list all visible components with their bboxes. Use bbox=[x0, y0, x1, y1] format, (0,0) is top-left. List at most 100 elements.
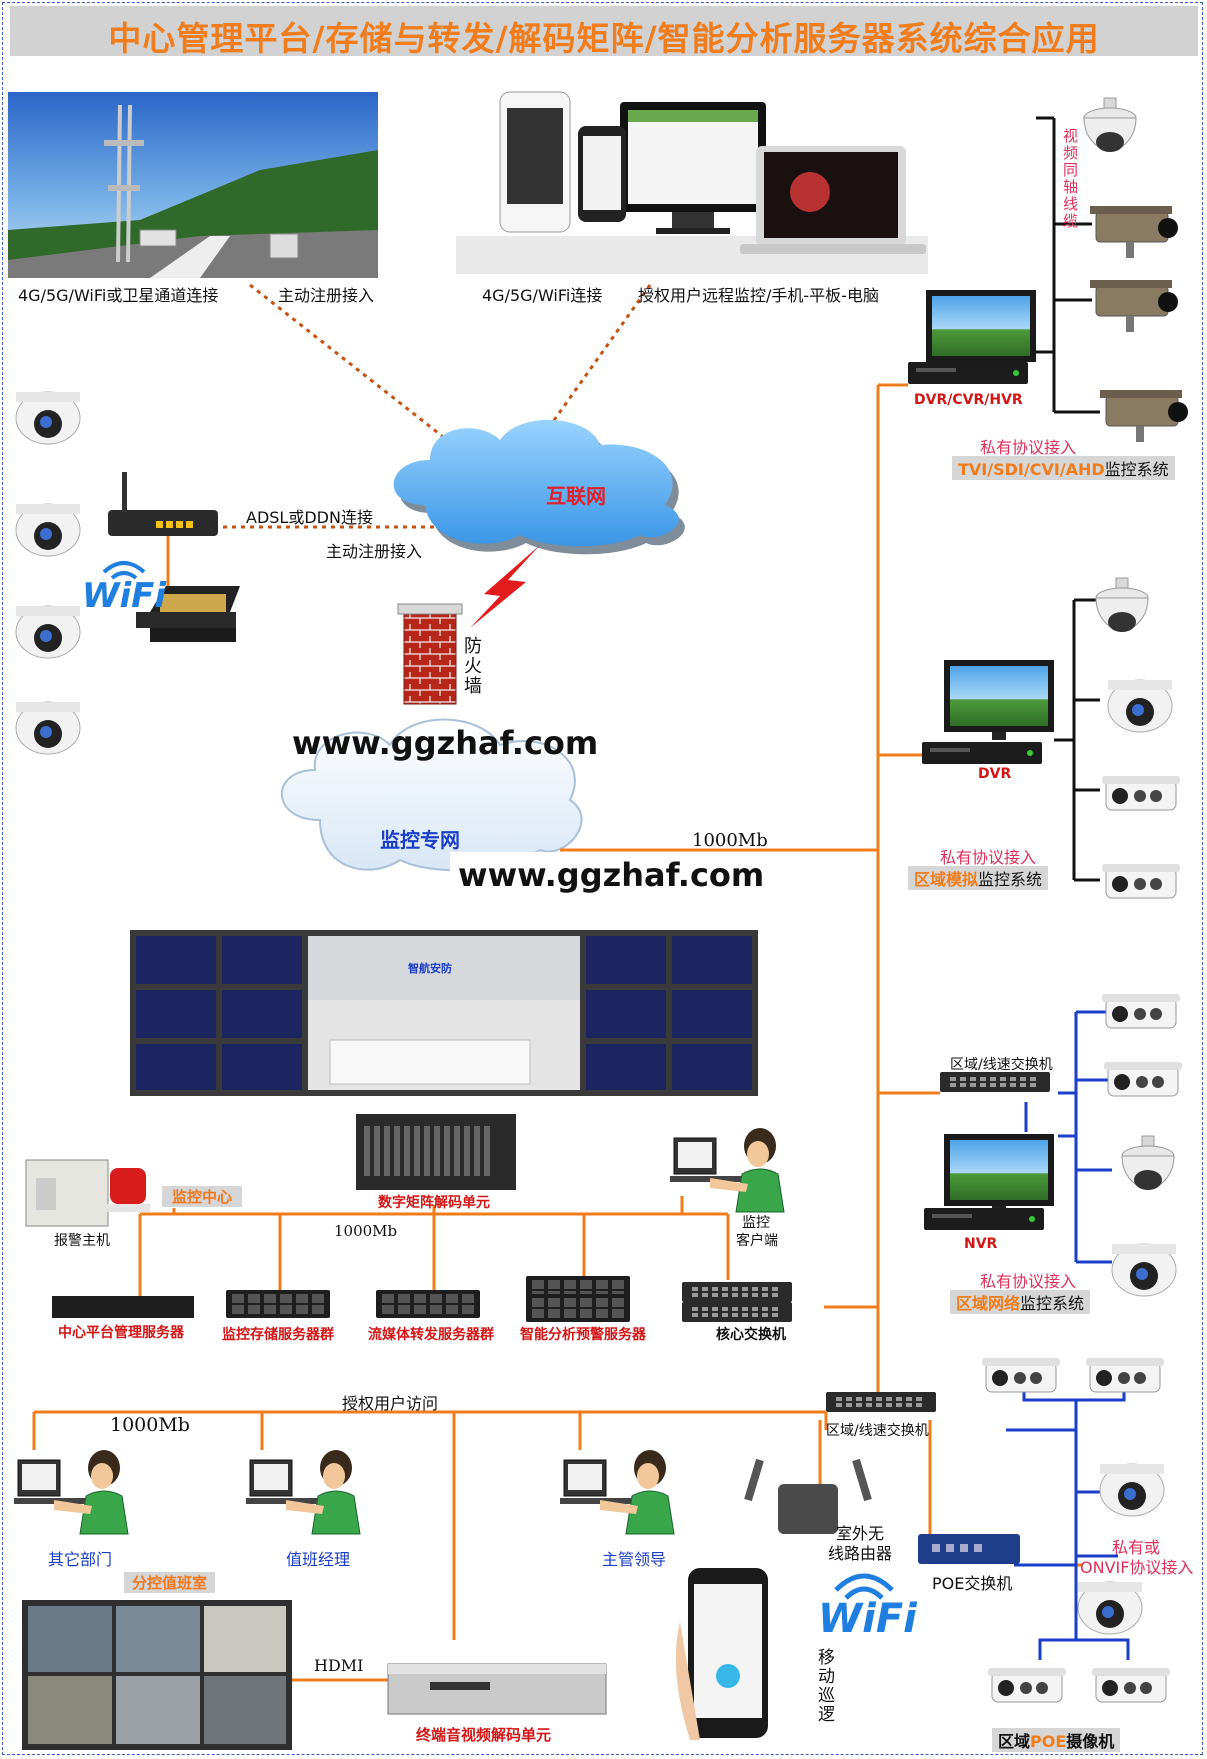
coax-lines bbox=[1032, 116, 1100, 882]
label-system-1: TVI/SDI/CVI/AHD监控系统 bbox=[952, 456, 1175, 480]
url-bottom-bg bbox=[450, 852, 752, 902]
poe-camera-4 bbox=[1077, 1581, 1143, 1635]
dvr-monitor-2 bbox=[944, 660, 1054, 740]
lightning-icon bbox=[470, 545, 540, 628]
poe-camera-5 bbox=[987, 1667, 1067, 1703]
link-1000mb-bottom: 1000Mb bbox=[110, 1414, 190, 1436]
outdoor-router-icon bbox=[744, 1458, 872, 1534]
label-server-0: 中心平台管理服务器 bbox=[58, 1325, 184, 1341]
tower-cameras-photo bbox=[8, 92, 378, 278]
label-server-2: 流媒体转发服务器群 bbox=[368, 1327, 494, 1343]
label-client-2: 客户端 bbox=[736, 1233, 778, 1249]
dvr-box-1 bbox=[908, 362, 1028, 384]
alarm-host-icon bbox=[25, 1159, 150, 1227]
label-decoder: 终端音视频解码单元 bbox=[416, 1726, 552, 1744]
label-client-1: 监控 bbox=[742, 1215, 770, 1231]
firewall-icon bbox=[397, 603, 463, 705]
internet-cloud bbox=[393, 419, 685, 555]
nvr-box bbox=[924, 1208, 1044, 1230]
label-user-0: 其它部门 bbox=[48, 1550, 113, 1569]
label-system-3: 区域网络监控系统 bbox=[950, 1290, 1091, 1314]
monitor-client-icon bbox=[669, 1127, 785, 1213]
nvr-monitor bbox=[944, 1134, 1054, 1214]
label-server-3: 智能分析预警服务器 bbox=[520, 1327, 646, 1343]
left-dome-cameras bbox=[15, 391, 81, 755]
label-proto-3: 私有协议接入 bbox=[980, 1272, 1077, 1291]
server-row bbox=[52, 1276, 792, 1322]
label-router-1: 室外无 bbox=[836, 1524, 885, 1543]
label-dvr: DVR bbox=[978, 766, 1012, 782]
area-switch-bottom bbox=[826, 1392, 936, 1412]
dome-camera-n1 bbox=[1111, 1243, 1177, 1297]
box-camera-3 bbox=[1099, 389, 1189, 443]
link-1000mb-top: 1000Mb bbox=[692, 830, 768, 851]
label-sub-control: 分控值班室 bbox=[124, 1572, 216, 1593]
ptz-camera-1 bbox=[1083, 97, 1137, 153]
label-proto-bottom-2: ONVIF协议接入 bbox=[1080, 1558, 1194, 1577]
poe-camera-6 bbox=[1091, 1667, 1171, 1703]
lcd-nvr-icon bbox=[136, 586, 240, 642]
operator-supervisor bbox=[559, 1449, 675, 1535]
ptz-camera-2 bbox=[1095, 577, 1149, 633]
wifi-bottom-label: WiFi bbox=[818, 1596, 917, 1642]
label-alarm-host: 报警主机 bbox=[54, 1233, 110, 1249]
box-camera-1 bbox=[1089, 205, 1179, 259]
label-area-switch-bottom: 区域/线速交换机 bbox=[826, 1423, 929, 1439]
url-bottom: www.ggzhaf.com bbox=[458, 856, 765, 894]
bullet-camera-r1 bbox=[1101, 775, 1181, 811]
label-router-2: 线路由器 bbox=[828, 1544, 893, 1563]
operator-duty-manager bbox=[245, 1449, 361, 1535]
mobile-phone-icon bbox=[675, 1568, 768, 1740]
label-proto-bottom-1: 私有或 bbox=[1112, 1538, 1161, 1557]
label-user-1: 值班经理 bbox=[286, 1550, 351, 1569]
label-nvr: NVR bbox=[964, 1236, 998, 1252]
sub-control-room-photo bbox=[22, 1600, 292, 1750]
label-monitor-center: 监控中心 bbox=[162, 1186, 243, 1207]
video-wall bbox=[130, 930, 758, 1096]
internet-label: 互联网 bbox=[546, 484, 606, 508]
adsl-router-icon bbox=[108, 472, 218, 536]
dvr-monitor-1 bbox=[926, 290, 1036, 370]
label-system-2: 区域模拟监控系统 bbox=[908, 866, 1049, 890]
wifi-bottom-icon bbox=[834, 1573, 894, 1600]
label-4g-connect: 4G/5G/WiFi连接 bbox=[482, 286, 603, 305]
title-bar bbox=[10, 6, 1198, 56]
network-lines bbox=[1006, 1010, 1130, 1660]
poe-camera-3 bbox=[1099, 1463, 1165, 1517]
label-hdmi: HDMI bbox=[314, 1656, 364, 1675]
page-title: 中心管理平台/存储与转发/解码矩阵/智能分析服务器系统综合应用 bbox=[108, 19, 1100, 58]
label-satellite-connect: 4G/5G/WiFi或卫星通道连接 bbox=[18, 286, 219, 305]
label-poe-switch: POE交换机 bbox=[932, 1574, 1013, 1593]
label-mobile-patrol: 移动巡逻 bbox=[814, 1648, 834, 1724]
bullet-camera-r2 bbox=[1101, 863, 1181, 899]
label-area-switch: 区域/线速交换机 bbox=[950, 1057, 1053, 1073]
label-user-2: 主管领导 bbox=[602, 1550, 667, 1569]
firewall-label: 防火墙 bbox=[461, 636, 482, 696]
label-core-switch: 核心交换机 bbox=[716, 1327, 786, 1343]
label-poe-camera: 区域POE摄像机 bbox=[992, 1728, 1121, 1752]
backbone-lines bbox=[32, 383, 1082, 1682]
wifi-left-label: WiFi bbox=[82, 576, 167, 616]
link-1000mb-mid: 1000Mb bbox=[334, 1222, 398, 1240]
label-server-1: 监控存储服务器群 bbox=[222, 1327, 334, 1343]
box-camera-2 bbox=[1089, 279, 1179, 333]
bullet-camera-n2 bbox=[1103, 1061, 1183, 1097]
matrix-decoder-icon bbox=[356, 1114, 516, 1190]
label-authorized-access: 授权用户访问 bbox=[342, 1394, 439, 1413]
label-active-register-left: 主动注册接入 bbox=[326, 542, 423, 561]
dome-camera-r1 bbox=[1107, 679, 1173, 733]
coax-label: 视频同轴线缆 bbox=[1061, 128, 1079, 230]
url-top: www.ggzhaf.com bbox=[292, 724, 599, 762]
label-proto-1: 私有协议接入 bbox=[980, 438, 1077, 457]
label-proto-2: 私有协议接入 bbox=[940, 848, 1037, 867]
label-dvr-cvr-hvr: DVR/CVR/HVR bbox=[914, 392, 1023, 408]
wall-logo-text: 智航安防 bbox=[408, 962, 452, 975]
label-adsl: ADSL或DDN连接 bbox=[246, 508, 373, 527]
bullet-camera-n1 bbox=[1101, 993, 1181, 1029]
label-matrix: 数字矩阵解码单元 bbox=[378, 1195, 490, 1211]
av-decoder-icon bbox=[387, 1663, 607, 1715]
private-network-cloud bbox=[280, 718, 583, 872]
wifi-left-icon bbox=[102, 561, 146, 580]
